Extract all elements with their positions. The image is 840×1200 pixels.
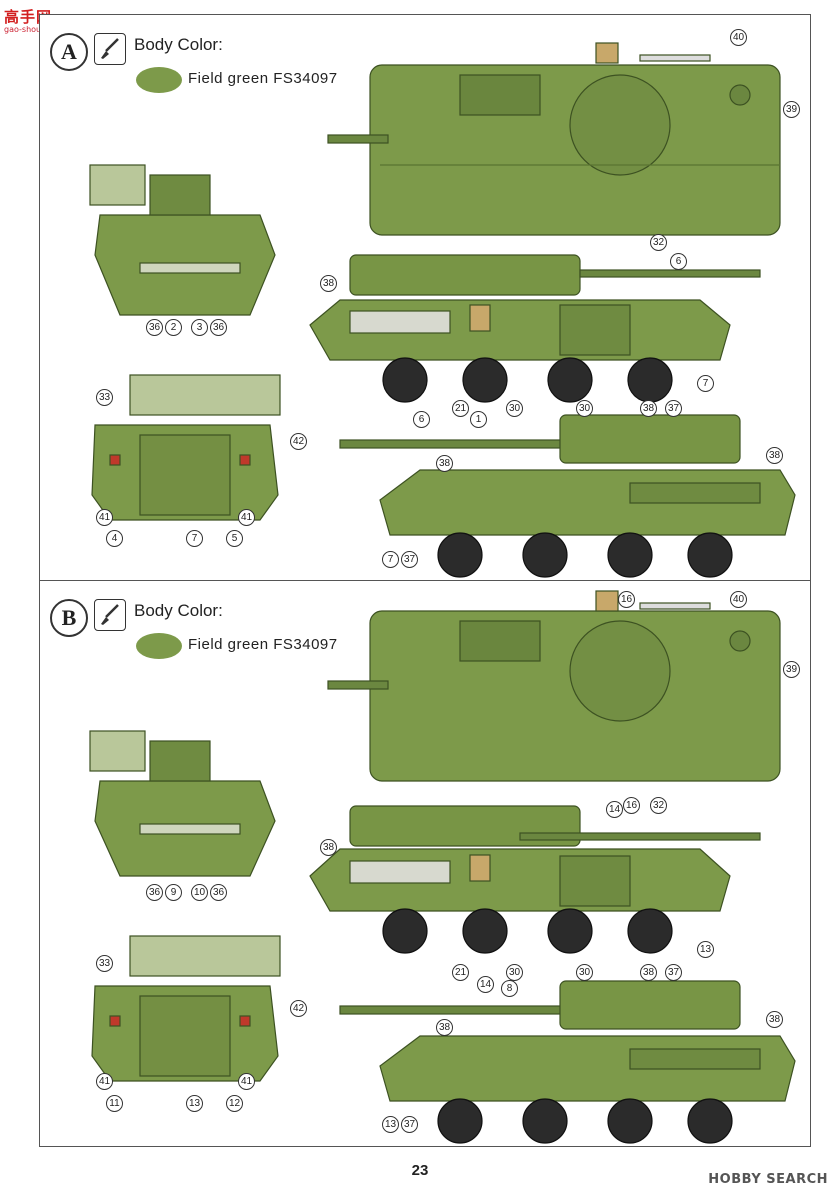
callout-42: 42 xyxy=(290,1000,307,1017)
callout-13: 13 xyxy=(382,1116,399,1133)
callout-37: 37 xyxy=(401,1116,418,1133)
callout-9: 9 xyxy=(165,884,182,901)
callout-33: 33 xyxy=(96,389,113,406)
panel-letter: A xyxy=(50,33,88,71)
callout-42: 42 xyxy=(290,433,307,450)
callout-7: 7 xyxy=(382,551,399,568)
callout-12: 12 xyxy=(226,1095,243,1112)
right-side-view xyxy=(339,980,796,1144)
paint-brush-icon xyxy=(94,33,126,65)
front-view xyxy=(89,164,276,316)
callout-2: 2 xyxy=(165,319,182,336)
callout-16: 16 xyxy=(623,797,640,814)
callout-41: 41 xyxy=(96,509,113,526)
callout-7: 7 xyxy=(186,530,203,547)
callout-30: 30 xyxy=(506,964,523,981)
vehicle-drawings xyxy=(89,590,796,1144)
callout-30: 30 xyxy=(576,400,593,417)
callout-38: 38 xyxy=(640,964,657,981)
callout-21: 21 xyxy=(452,400,469,417)
paint-swatch xyxy=(136,67,182,93)
watermark-url: gao-shou.com xyxy=(4,25,61,34)
callout-3: 3 xyxy=(191,319,208,336)
page-number: 23 xyxy=(411,1162,429,1179)
rear-view xyxy=(91,935,281,1082)
front-view xyxy=(89,730,276,877)
callout-36: 36 xyxy=(210,319,227,336)
callout-41: 41 xyxy=(238,1073,255,1090)
panel-b: B Body Color: Field green FS34097 xyxy=(39,580,811,1147)
callout-4: 4 xyxy=(106,530,123,547)
callout-30: 30 xyxy=(506,400,523,417)
callout-38: 38 xyxy=(640,400,657,417)
callout-38: 38 xyxy=(766,1011,783,1028)
callout-38: 38 xyxy=(320,839,337,856)
callout-39: 39 xyxy=(783,661,800,678)
callout-13: 13 xyxy=(186,1095,203,1112)
callout-10: 10 xyxy=(191,884,208,901)
callout-37: 37 xyxy=(665,400,682,417)
callout-36: 36 xyxy=(146,319,163,336)
callout-32: 32 xyxy=(650,234,667,251)
callout-37: 37 xyxy=(665,964,682,981)
callout-7: 7 xyxy=(697,375,714,392)
callout-38: 38 xyxy=(436,1019,453,1036)
left-side-view xyxy=(309,254,761,403)
panel-letter: B xyxy=(50,599,88,637)
callout-38: 38 xyxy=(766,447,783,464)
callout-13: 13 xyxy=(697,941,714,958)
top-view xyxy=(327,42,781,236)
paint-swatch xyxy=(136,633,182,659)
callout-38: 38 xyxy=(436,455,453,472)
vehicle-drawings xyxy=(89,42,796,578)
left-side-view xyxy=(309,805,761,954)
top-view xyxy=(327,590,781,782)
callout-36: 36 xyxy=(210,884,227,901)
callout-11: 11 xyxy=(106,1095,123,1112)
callout-14: 14 xyxy=(606,801,623,818)
callout-1: 1 xyxy=(470,411,487,428)
rear-view xyxy=(91,374,281,521)
callout-16: 16 xyxy=(618,591,635,608)
paint-name: Field green FS34097 xyxy=(188,70,338,87)
paint-name: Field green FS34097 xyxy=(188,636,338,653)
hobby-search-logo: HOBBY SEARCH xyxy=(708,1172,828,1187)
callout-41: 41 xyxy=(96,1073,113,1090)
callout-21: 21 xyxy=(452,964,469,981)
callout-32: 32 xyxy=(650,797,667,814)
callout-40: 40 xyxy=(730,591,747,608)
callout-41: 41 xyxy=(238,509,255,526)
callout-37: 37 xyxy=(401,551,418,568)
callout-33: 33 xyxy=(96,955,113,972)
body-color-label: Body Color: xyxy=(134,35,223,54)
callout-40: 40 xyxy=(730,29,747,46)
panel-a: A Body Color: Field green FS34097 xyxy=(39,14,811,581)
callout-38: 38 xyxy=(320,275,337,292)
callout-6: 6 xyxy=(413,411,430,428)
paint-brush-icon xyxy=(94,599,126,631)
callout-36: 36 xyxy=(146,884,163,901)
callout-5: 5 xyxy=(226,530,243,547)
callout-30: 30 xyxy=(576,964,593,981)
callout-6: 6 xyxy=(670,253,687,270)
callout-39: 39 xyxy=(783,101,800,118)
callout-8: 8 xyxy=(501,980,518,997)
body-color-label: Body Color: xyxy=(134,601,223,620)
callout-14: 14 xyxy=(477,976,494,993)
